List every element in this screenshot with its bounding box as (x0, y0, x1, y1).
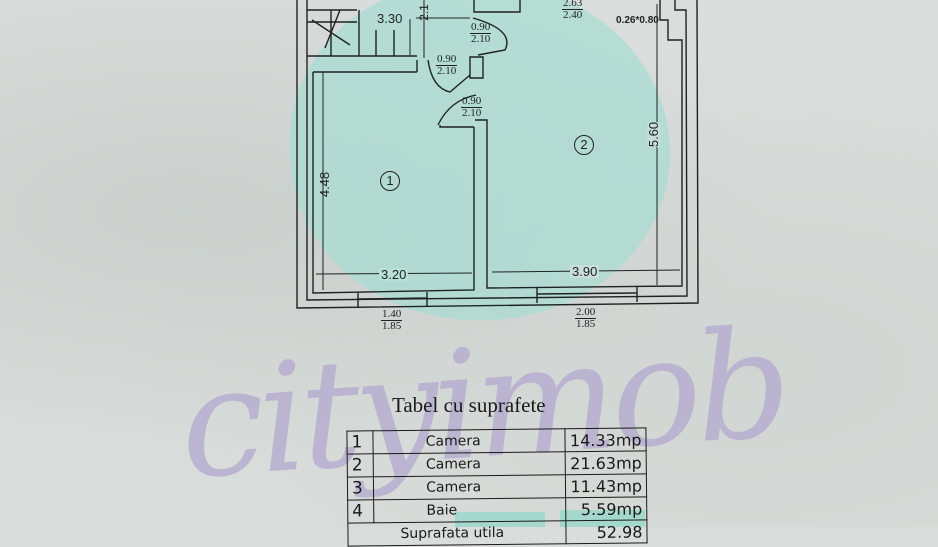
row-name: Camera (373, 474, 567, 500)
row-index: 4 (347, 499, 375, 524)
staircase-length-label: 3.30 (377, 11, 403, 26)
room-2-width-label: 3.90 (570, 264, 600, 279)
table-row: 1 Camera 14.33mp (346, 427, 647, 455)
areas-table-title: Tabel cu suprafete (392, 393, 546, 417)
watermark-bar (455, 512, 545, 527)
total-value: 52.98 (566, 519, 648, 544)
floor-plan-drawing (296, 0, 699, 309)
watermark-logo (290, 0, 670, 320)
room-1-length-label: 4.48 (317, 171, 333, 198)
row-index: 1 (346, 430, 374, 455)
room-1-number: 1 (380, 171, 400, 191)
total-label: Suprafata utila (347, 520, 567, 547)
areas-table: 1 Camera 14.33mp 2 Camera 21.63mp 3 Came… (346, 427, 648, 547)
row-index: 3 (347, 476, 374, 501)
row-index: 2 (347, 453, 374, 478)
watermark-bar (560, 510, 645, 527)
niche-size-label: 0.26*0.80 (616, 15, 659, 26)
row-area: 14.33mp (565, 427, 647, 452)
row-area: 5.59mp (566, 496, 647, 521)
room-3-dimension-label: 2.1 (416, 4, 431, 21)
table-row: 2 Camera 21.63mp (347, 450, 647, 478)
row-name: Camera (373, 428, 566, 454)
row-area: 11.43mp (565, 473, 647, 498)
row-name: Camera (373, 451, 566, 477)
row-name: Baie (373, 497, 567, 523)
room-2-length-label: 5.60 (646, 121, 662, 148)
table-row: 3 Camera 11.43mp (347, 473, 647, 501)
room-1-width-label: 3.20 (379, 267, 409, 282)
row-area: 21.63mp (565, 450, 647, 475)
table-total-row: Suprafata utila 52.98 (347, 519, 648, 547)
table-row: 4 Baie 5.59mp (347, 496, 647, 524)
room-2-number: 2 (574, 135, 594, 155)
